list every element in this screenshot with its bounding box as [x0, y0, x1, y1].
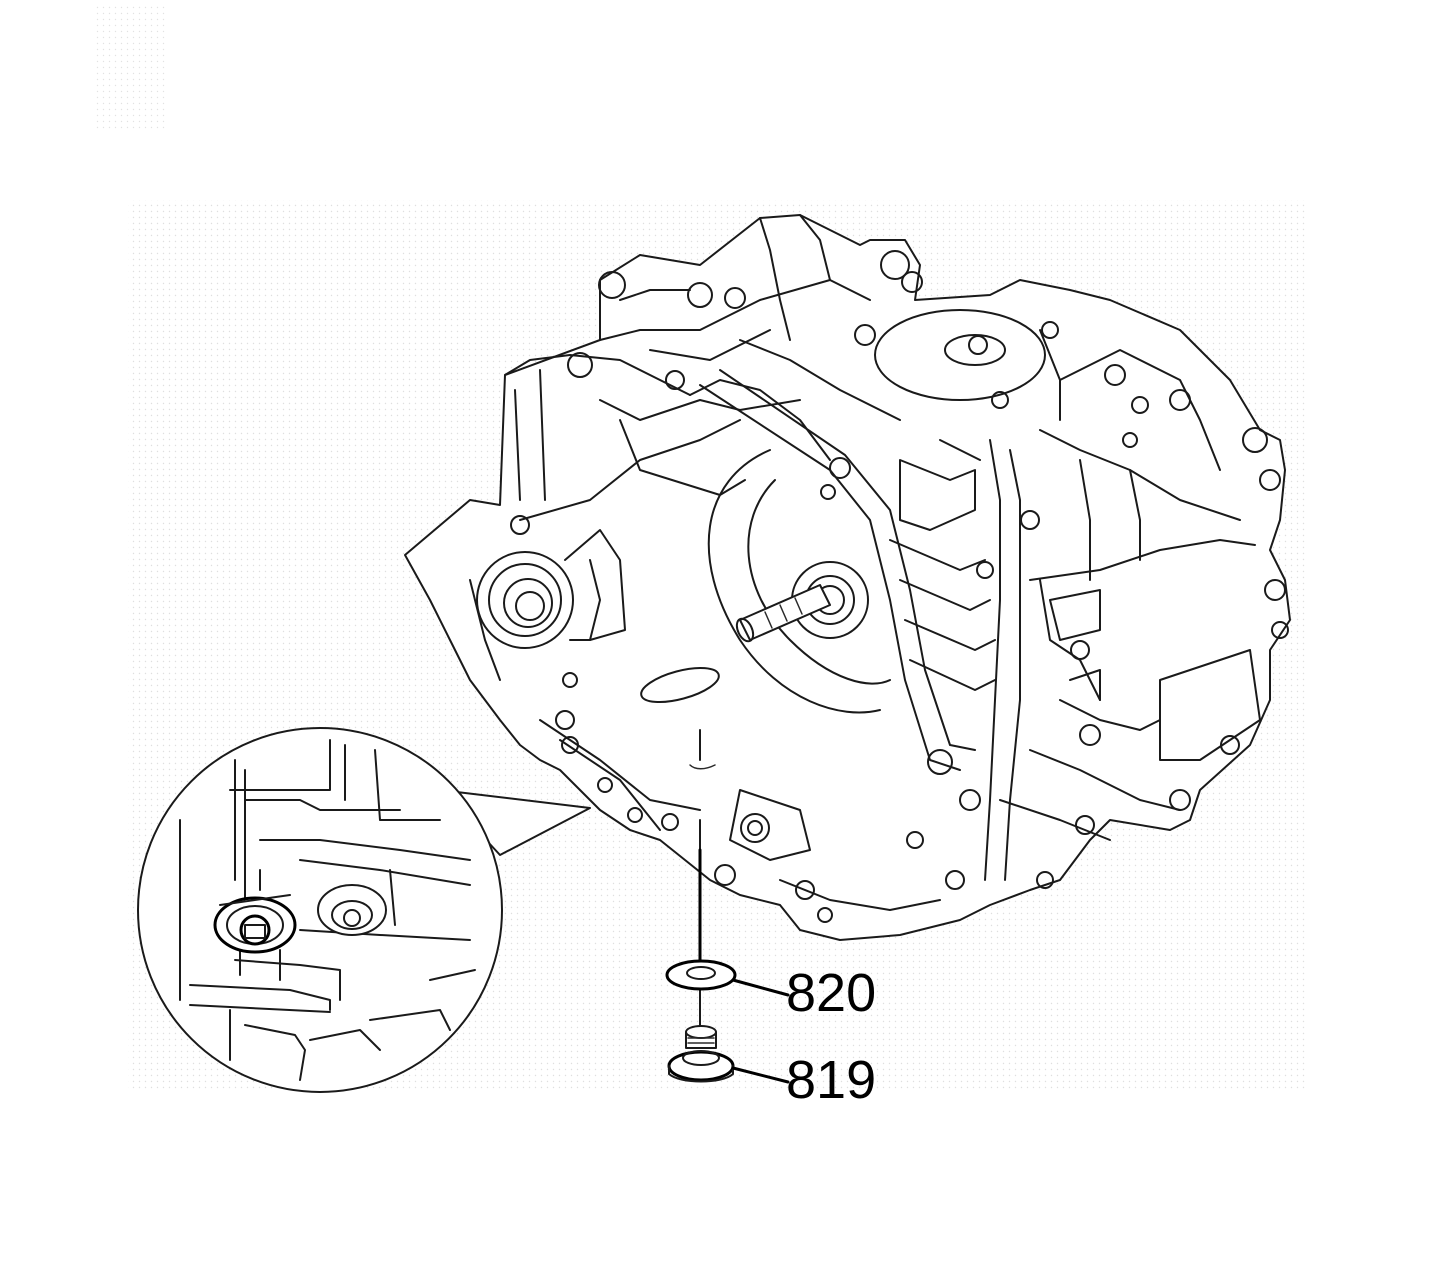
callout-label-819: 819: [786, 1050, 877, 1110]
detail-drain-plug: [213, 894, 297, 954]
drain-plug-exploded-view: [665, 729, 790, 1084]
leader-line-819: [731, 1066, 790, 1084]
washer-820: [665, 959, 737, 991]
detail-boss: [317, 884, 387, 936]
transaxle-housing: [404, 214, 1291, 941]
drain-plug-819: [667, 1025, 735, 1083]
leader-line-820: [731, 978, 790, 997]
callout-label-820: 820: [786, 963, 877, 1023]
detail-magnifier: [137, 727, 591, 1093]
